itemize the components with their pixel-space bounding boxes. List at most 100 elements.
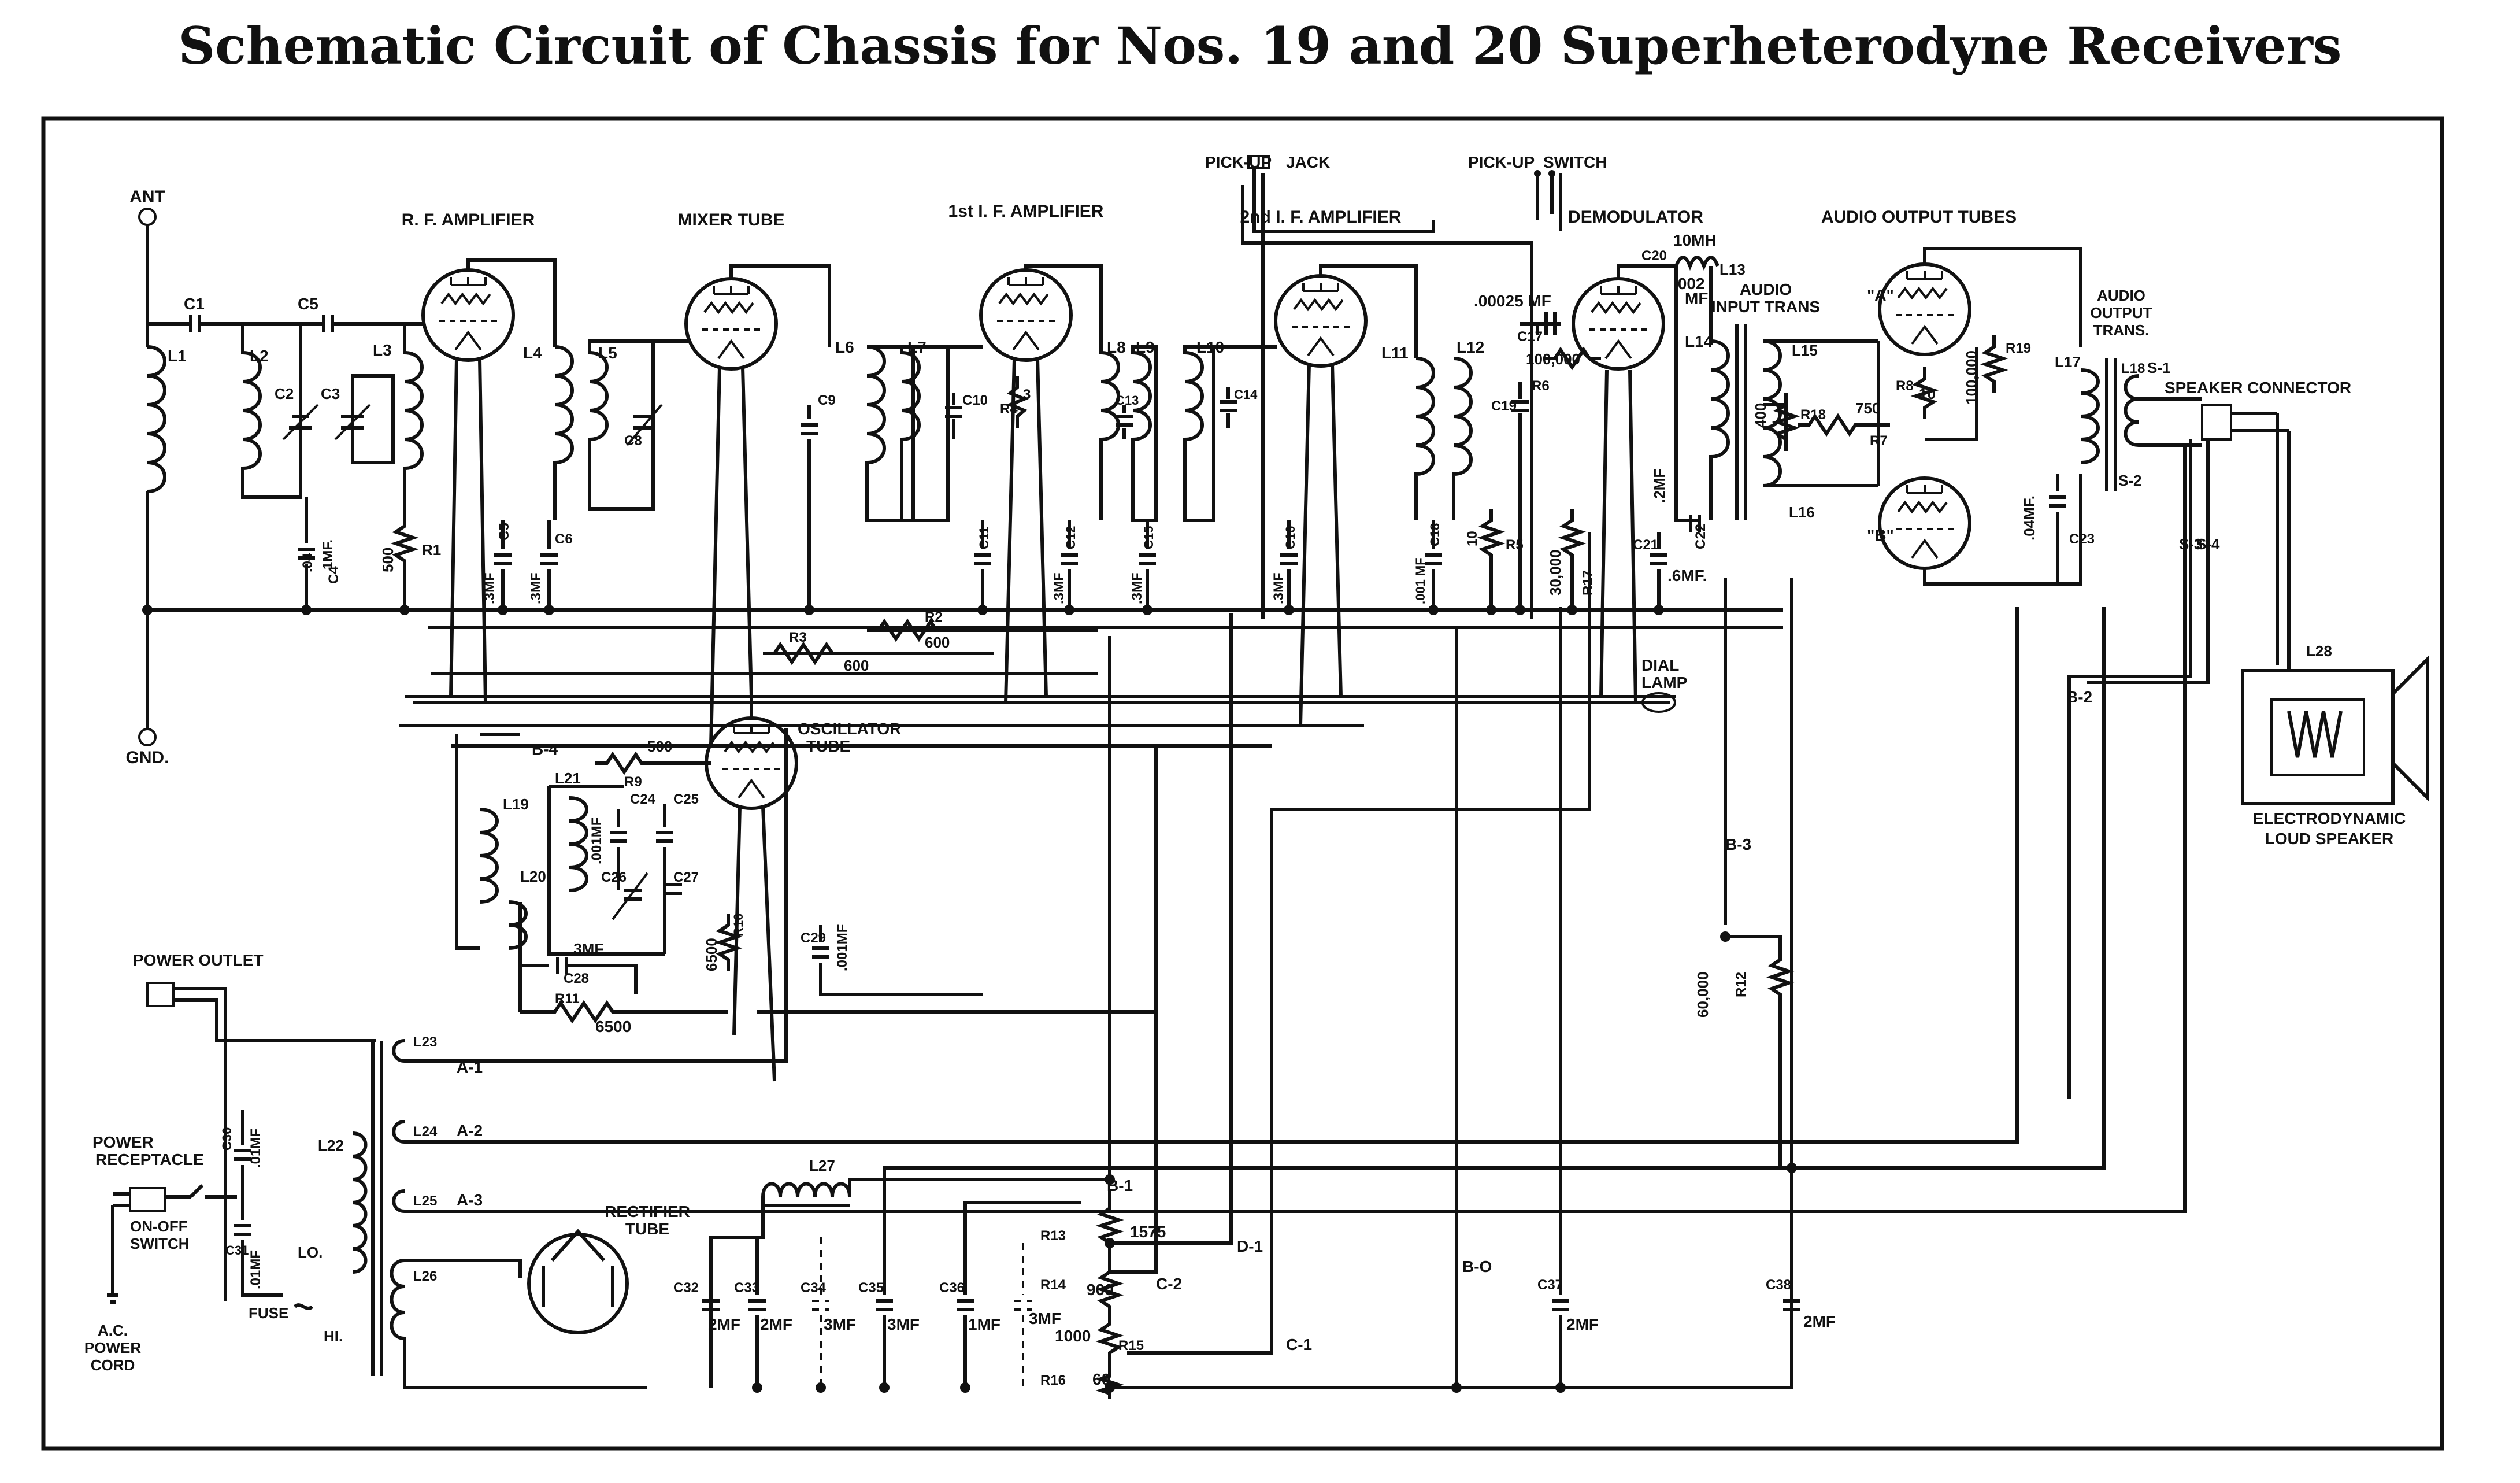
label-b3: B-3: [1725, 835, 1751, 853]
capacitor-c18: [1425, 520, 1442, 610]
pickup-switch-contact-1: [1534, 170, 1541, 177]
label-power-receptacle-b: RECEPTACLE: [95, 1151, 204, 1168]
label-lo: LO.: [298, 1244, 323, 1261]
value-r9: 500: [647, 738, 672, 755]
label-l26: L26: [413, 1268, 437, 1284]
capacitor-c5-top: [322, 315, 334, 332]
inductor-l1: [147, 345, 166, 493]
capacitor-c30: [234, 1110, 251, 1197]
rf-tube-leads: [405, 258, 557, 347]
label-r16: R16: [1040, 1373, 1066, 1388]
label-r15: R15: [1118, 1338, 1144, 1353]
label-l11: L11: [1381, 344, 1409, 362]
label-c20: C20: [1641, 248, 1667, 264]
speaker-core: [2270, 698, 2365, 776]
pickup-switch[interactable]: [1536, 173, 1562, 231]
capacitor-c25: [656, 804, 673, 954]
resistor-r9: [595, 751, 676, 775]
label-mixer: MIXER TUBE: [677, 210, 784, 230]
capacitor-c14: [1220, 387, 1237, 428]
value-r15: 1000: [1055, 1327, 1091, 1345]
resistor-r12: [1724, 578, 1795, 1168]
label-c23: C23: [2069, 531, 2095, 547]
label-r6: R6: [1532, 378, 1550, 394]
resistor-r7: [1798, 413, 1890, 437]
inductor-l18: [2124, 374, 2139, 447]
if2-leads: [1214, 264, 1418, 358]
capacitor-c35: [876, 1237, 893, 1388]
l26-tap: [405, 1259, 522, 1278]
label-c10: C10: [962, 393, 988, 408]
speaker-connector[interactable]: [2201, 404, 2232, 441]
value-c33: 2MF: [760, 1315, 792, 1333]
capacitor-c31: [234, 1197, 283, 1297]
value-c18: .001 MF: [1413, 557, 1428, 604]
value-c30: .01MF: [248, 1129, 264, 1168]
demodulator-leads: [1520, 264, 1676, 703]
capacitor-c36b: [1014, 1243, 1032, 1388]
label-l25: L25: [413, 1193, 437, 1209]
audio-output-core: [2105, 358, 2117, 491]
value-r13: 1575: [1130, 1223, 1166, 1241]
resistor-r2: [867, 618, 948, 642]
capacitor-c29: [812, 925, 983, 996]
inductor-l9: [1131, 345, 1158, 522]
rf-amplifier-tube: [423, 270, 513, 360]
capacitor-c15: [1139, 520, 1156, 610]
label-c12: C12: [1063, 526, 1078, 549]
value-c22: .2MF: [1651, 469, 1668, 503]
inductor-l10: [1183, 345, 1215, 522]
value-c34: 3MF: [824, 1315, 856, 1333]
label-r4: R4: [1000, 401, 1018, 417]
label-c8: C8: [624, 433, 642, 449]
oscillator-tube: [706, 718, 796, 808]
capacitor-c23: [2049, 474, 2066, 584]
label-c38: C38: [1766, 1277, 1791, 1293]
voltage-divider: [1095, 1191, 1124, 1399]
label-c25: C25: [673, 792, 699, 807]
value-r1: 500: [379, 548, 396, 572]
label-b4: B-4: [532, 740, 558, 758]
value-r19: 100,000: [1963, 350, 1980, 405]
l19-leads: [455, 733, 520, 950]
inductor-l25: [392, 1189, 405, 1213]
label-r19: R19: [2006, 341, 2031, 356]
power-receptacle[interactable]: [129, 1187, 166, 1212]
inductor-l23: [392, 1039, 405, 1063]
power-outlet[interactable]: [146, 982, 175, 1007]
on-off-switch[interactable]: [189, 1184, 237, 1199]
label-power-cord-c: CORD: [91, 1356, 135, 1374]
value-c15: .3MF: [1129, 572, 1145, 604]
capacitor-c27: [665, 883, 682, 895]
label-c5-top: C5: [298, 295, 318, 313]
label-audio-output-trans-c: TRANS.: [2093, 321, 2150, 339]
c36-lead: [963, 1201, 1081, 1243]
value-c17: .00025 MF: [1474, 292, 1551, 310]
label-c9: C9: [818, 393, 836, 408]
resistor-r1: [390, 497, 419, 610]
capacitor-c10: [945, 393, 962, 439]
inductor-l24: [392, 607, 2019, 1144]
inductor-l4: [553, 345, 574, 520]
value-r17: 30,000: [1547, 549, 1564, 596]
label-d1: D-1: [1237, 1237, 1263, 1255]
value-c31: .01MF: [248, 1250, 264, 1289]
label-dial-lamp-b: LAMP: [1641, 674, 1687, 691]
inductor-l22: [352, 1131, 368, 1274]
pickup-jack[interactable]: [1247, 155, 1270, 169]
inductor-l26: [390, 1259, 647, 1389]
speaker-connector-wiring: [2139, 397, 2291, 671]
value-c36: 1MF: [968, 1315, 1000, 1333]
label-r10: R10: [731, 914, 746, 937]
antenna-label: ANT: [129, 187, 165, 206]
label-l28: L28: [2306, 642, 2332, 660]
resistor-r19: [1980, 335, 2008, 393]
junction-dots: [142, 605, 1797, 1393]
power-cord-plug: [107, 1205, 118, 1304]
fuse: [293, 1303, 314, 1310]
label-rf-amplifier: R. F. AMPLIFIER: [402, 210, 535, 230]
resistor-r6: [1543, 346, 1601, 371]
label-c21: C21: [1633, 537, 1658, 553]
value-r11: 6500: [595, 1018, 631, 1035]
label-on-off-a: ON-OFF: [130, 1218, 188, 1235]
